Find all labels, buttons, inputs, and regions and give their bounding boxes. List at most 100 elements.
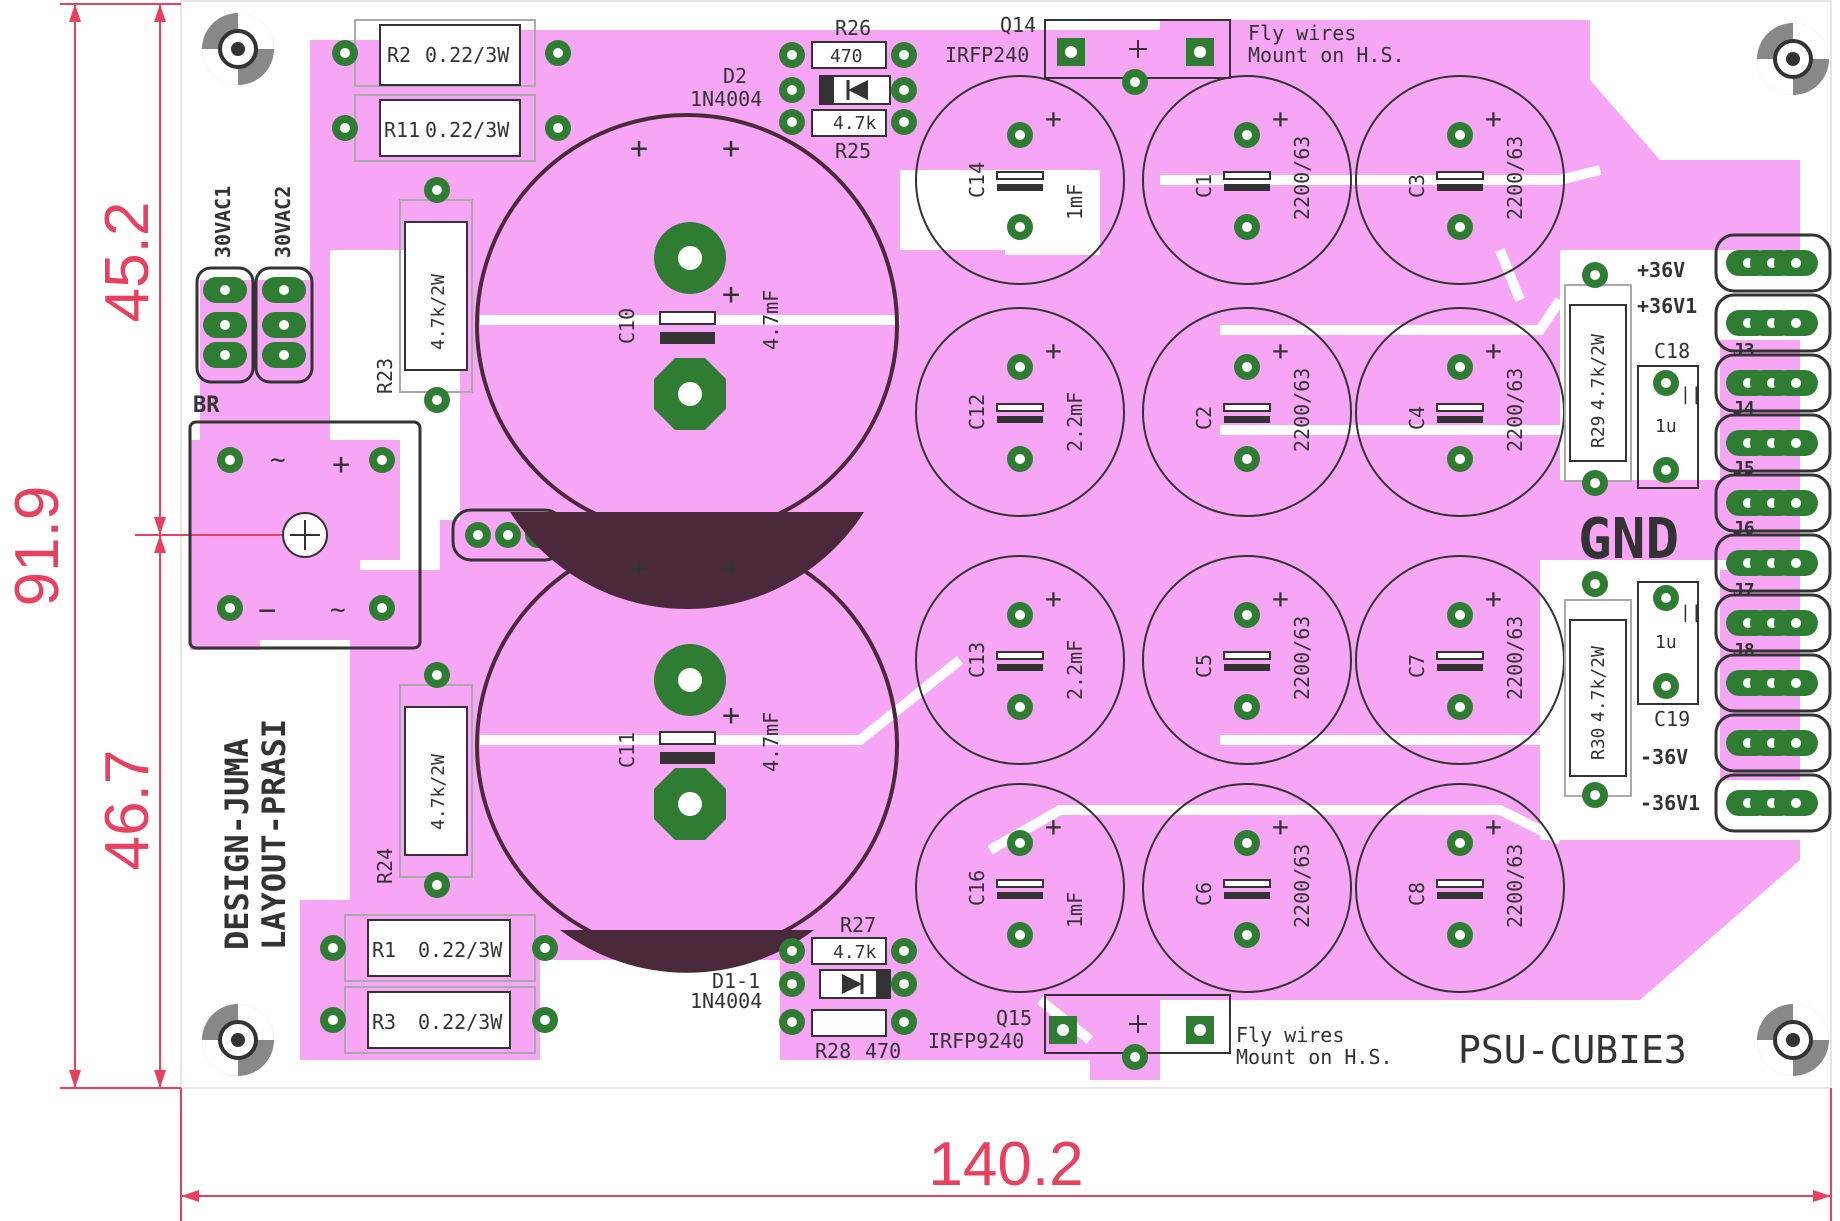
bridge-ac1-symbol: ~	[270, 445, 286, 475]
capacitor-c10: + + +	[475, 113, 899, 609]
c1-value: 2200/63	[1290, 136, 1314, 220]
capacitor-c7: + C7 2200/63	[1355, 555, 1565, 765]
d1-name: D1-1	[712, 969, 760, 993]
r26-name: R26	[835, 16, 871, 40]
resistor-r27	[779, 937, 917, 965]
bridge-label: BR	[193, 393, 220, 418]
r30-name: R30	[1588, 727, 1609, 760]
diode-d1	[779, 969, 917, 999]
c8-value: 2200/63	[1503, 844, 1527, 928]
c3-value: 2200/63	[1503, 136, 1527, 220]
mounting-hole-bl	[202, 1004, 274, 1076]
r29-name: R29	[1588, 415, 1609, 448]
j5-label: J5	[1733, 458, 1755, 479]
r30-value: 4.7k/2W	[1588, 646, 1609, 722]
svg-text:+: +	[1485, 582, 1502, 615]
output-connector-row	[1714, 353, 1832, 413]
svg-text:+: +	[722, 551, 740, 586]
ac2-label: 30VAC2	[271, 186, 295, 258]
svg-text:+: +	[1045, 334, 1062, 367]
c13-name: C13	[965, 642, 989, 678]
r1-name: R1	[372, 938, 396, 962]
d2-part: 1N4004	[690, 87, 762, 111]
output-connector-row	[1714, 653, 1832, 713]
c4-value: 2200/63	[1503, 368, 1527, 452]
output-connector-row	[1714, 713, 1832, 773]
svg-text:+: +	[1485, 334, 1502, 367]
design-credit: DESIGN-JUMA	[218, 738, 256, 950]
c2-name: C2	[1192, 406, 1216, 430]
bridge-ac2-symbol: ~	[330, 595, 346, 625]
c16-name: C16	[965, 870, 989, 906]
c7-value: 2200/63	[1503, 616, 1527, 700]
c6-name: C6	[1192, 882, 1216, 906]
r3-name: R3	[372, 1010, 396, 1034]
c11-name: C11	[615, 732, 639, 768]
bridge-rectifier	[188, 420, 422, 650]
q15-part: IRFP9240	[928, 1029, 1024, 1053]
j3-label: J3	[1733, 340, 1755, 361]
output-connectors	[1714, 233, 1832, 833]
fly-wires-bottom: Fly wires	[1236, 1023, 1344, 1047]
c18-name: C18	[1654, 339, 1690, 363]
r11-value: 0.22/3W	[425, 118, 510, 142]
resistor-r28	[779, 1009, 917, 1037]
resistor-r30	[1564, 571, 1632, 808]
c6-value: 2200/63	[1290, 844, 1314, 928]
transistor-q15	[1044, 994, 1231, 1070]
mount-bottom: Mount on H.S.	[1236, 1045, 1393, 1069]
c7-name: C7	[1405, 654, 1429, 678]
svg-text:+: +	[630, 131, 648, 166]
dim-height-total: 91.9	[3, 486, 72, 607]
mount-top: Mount on H.S.	[1248, 43, 1405, 67]
c16-value: 1mF	[1063, 892, 1087, 928]
resistor-r29	[1564, 262, 1632, 496]
trace-gaps	[480, 165, 1602, 1044]
resistor-r3	[320, 986, 558, 1054]
c18-value: 1u	[1655, 416, 1677, 437]
fly-wires-top: Fly wires	[1248, 21, 1356, 45]
svg-text:+: +	[722, 131, 740, 166]
c10-name: C10	[615, 308, 639, 344]
r25-name: R25	[835, 139, 871, 163]
q15-name: Q15	[996, 1006, 1032, 1030]
mounting-hole-br	[1757, 1004, 1829, 1076]
svg-text:+: +	[1045, 102, 1062, 135]
c2-value: 2200/63	[1290, 368, 1314, 452]
output-connector-row	[1714, 533, 1832, 593]
svg-text:+: +	[1045, 582, 1062, 615]
resistor-r23	[399, 177, 473, 413]
svg-text:+: +	[1272, 334, 1289, 367]
r3-value: 0.22/3W	[418, 1010, 503, 1034]
c5-name: C5	[1192, 654, 1216, 678]
c19-name: C19	[1654, 707, 1690, 731]
c10-value: 4.7mF	[759, 290, 783, 350]
c8-name: C8	[1405, 882, 1429, 906]
r1-value: 0.22/3W	[418, 938, 503, 962]
mounting-hole-tl	[202, 13, 274, 85]
r29-value: 4.7k/2W	[1588, 334, 1609, 410]
mounting-hole-tr	[1757, 23, 1829, 95]
diode-d2	[779, 75, 917, 105]
resistor-r1	[320, 914, 558, 982]
resistor-r11	[332, 94, 571, 162]
resistor-r2	[332, 19, 571, 87]
r24-name: R24	[373, 848, 397, 884]
r27-name: R27	[840, 913, 876, 937]
output-connector-row	[1714, 233, 1832, 293]
r28-value: 470	[865, 1039, 901, 1063]
svg-text:+: +	[1485, 102, 1502, 135]
bridge-plus-symbol: +	[332, 447, 350, 482]
p36v-label: +36V	[1637, 258, 1685, 282]
output-connector-row	[1714, 293, 1832, 353]
p36v1-label: +36V1	[1637, 294, 1697, 318]
